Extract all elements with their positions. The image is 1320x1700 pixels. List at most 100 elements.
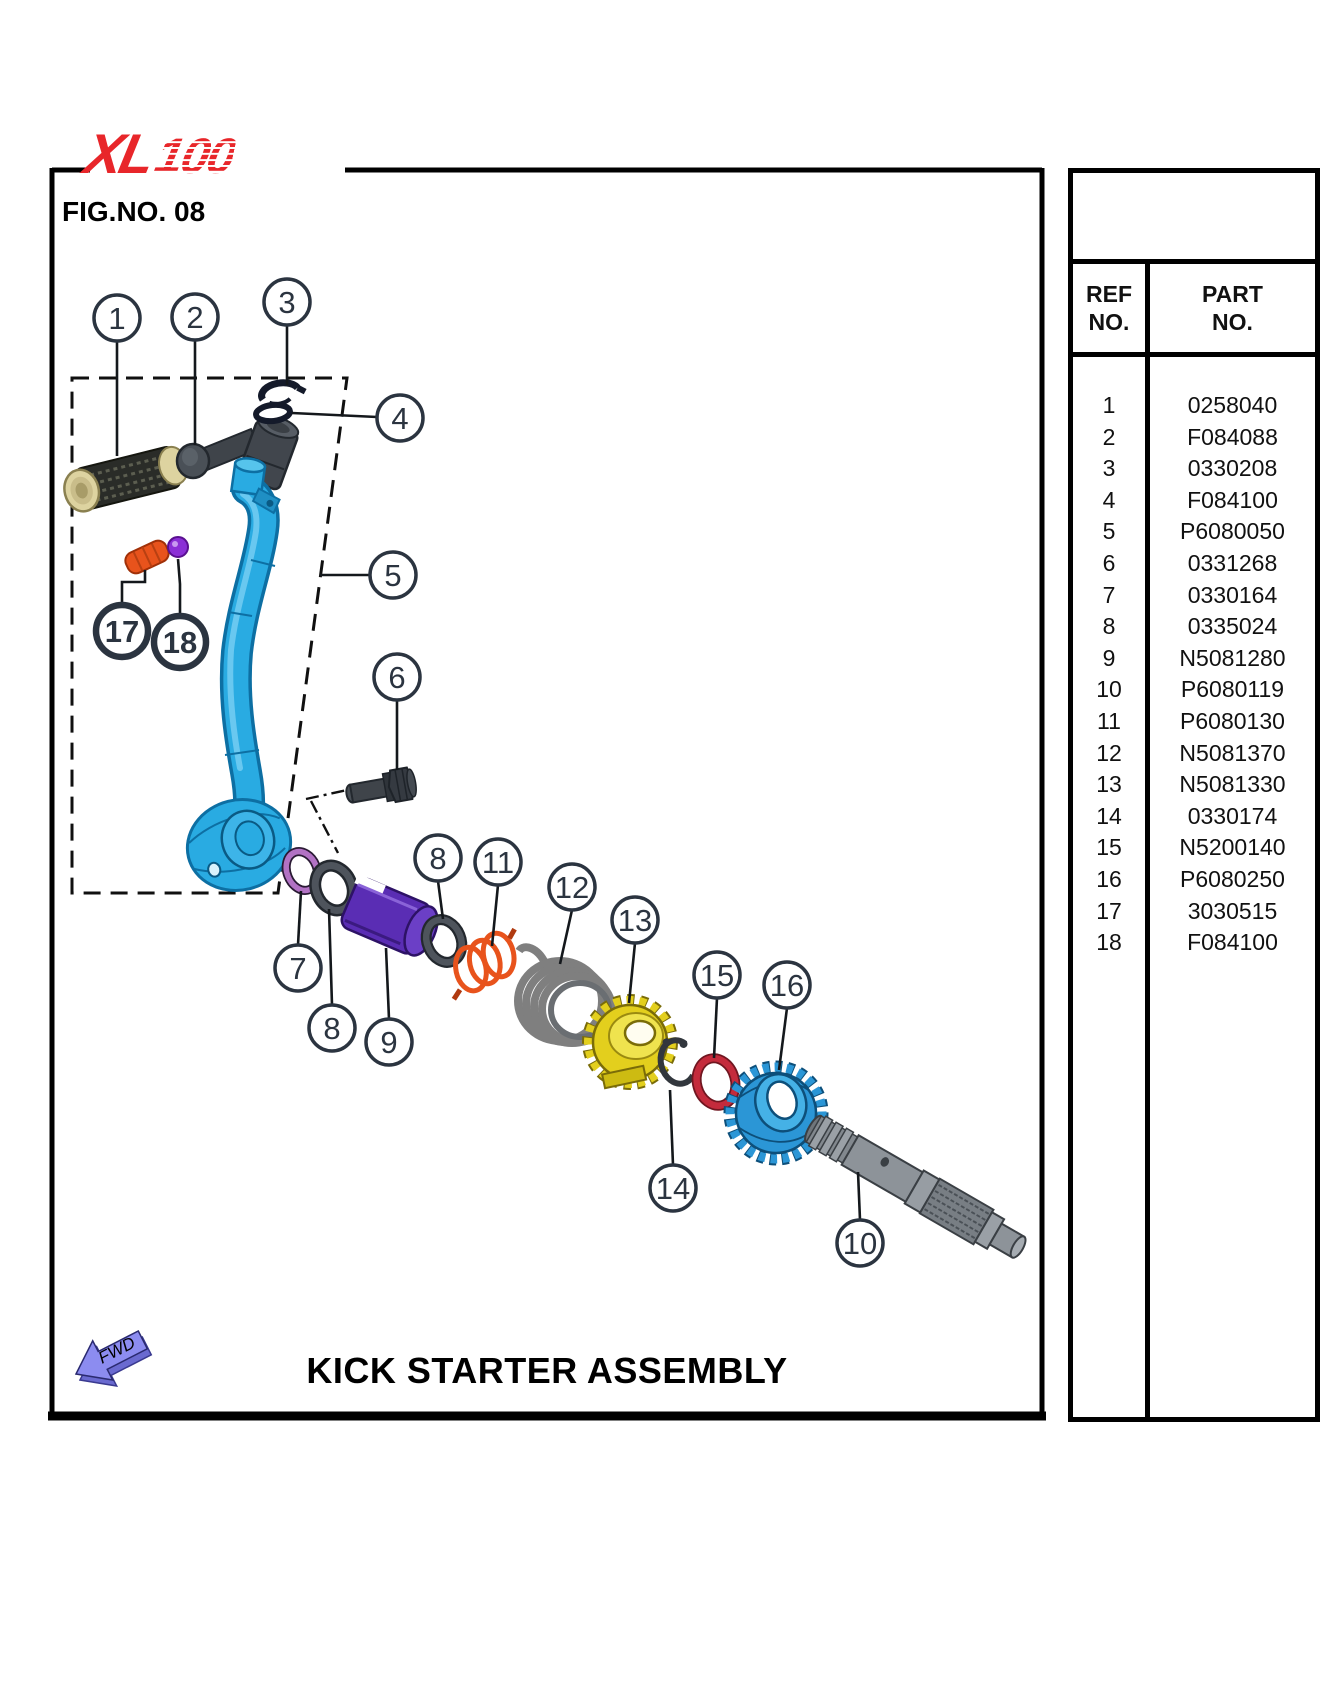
table-row-ref: 16 bbox=[1096, 865, 1122, 892]
part-17-pin bbox=[124, 539, 170, 575]
part-16-gear bbox=[723, 1060, 829, 1166]
table-row-part: 0335024 bbox=[1187, 613, 1278, 640]
part-15-red-ring bbox=[691, 1053, 741, 1111]
table-row-ref: 15 bbox=[1096, 834, 1122, 861]
table-row-part: P6080130 bbox=[1180, 707, 1285, 734]
callout-circle bbox=[648, 1163, 698, 1213]
col-header-ref-no: REF NO. bbox=[1073, 264, 1150, 352]
table-row-ref: 2 bbox=[1102, 423, 1116, 450]
callout-leader bbox=[327, 908, 334, 1006]
table-row-part: 0258040 bbox=[1187, 392, 1278, 418]
callout-circle bbox=[835, 1218, 885, 1268]
callout-circle bbox=[413, 833, 463, 883]
part-14-circlip bbox=[657, 1037, 699, 1087]
part-10-shaft bbox=[804, 1114, 1027, 1259]
callout-number: 11 bbox=[482, 845, 514, 880]
table-row-part: N5200140 bbox=[1179, 834, 1286, 861]
table-row-part: F084088 bbox=[1187, 423, 1278, 450]
brand-logo-100: 100 bbox=[149, 128, 239, 184]
callout-circle bbox=[150, 612, 210, 672]
callout-circle bbox=[372, 652, 422, 702]
figure-number: FIG.NO. 08 bbox=[62, 196, 206, 227]
callout-leader bbox=[627, 942, 637, 1004]
callout-number: 2 bbox=[186, 300, 203, 335]
table-row-ref: 13 bbox=[1096, 771, 1122, 798]
table-row-part: P6080250 bbox=[1180, 865, 1285, 892]
callout-circle bbox=[692, 950, 742, 1000]
table-row-ref: 18 bbox=[1096, 929, 1122, 956]
callout-number: 8 bbox=[323, 1011, 340, 1046]
table-row-part: P6080050 bbox=[1180, 518, 1285, 545]
table-row-part: 0330208 bbox=[1187, 455, 1278, 482]
callout-leader bbox=[176, 558, 182, 616]
callout-number: 13 bbox=[618, 903, 652, 938]
part-7-snap-ring bbox=[281, 847, 323, 895]
callout-number: 9 bbox=[380, 1025, 397, 1060]
callout-number: 5 bbox=[384, 558, 401, 593]
part-5-kick-lever bbox=[185, 457, 293, 892]
page-frame bbox=[48, 167, 1046, 1421]
callout-number: 8 bbox=[429, 841, 446, 876]
callout-leader bbox=[120, 570, 147, 605]
dashed-assembly-box bbox=[70, 376, 349, 895]
table-row-ref: 12 bbox=[1096, 739, 1122, 766]
brand-logo: XL100 bbox=[79, 122, 239, 185]
callout-leader bbox=[384, 947, 391, 1020]
table-row-part: 3030515 bbox=[1187, 897, 1278, 924]
table-row-ref: 14 bbox=[1096, 802, 1122, 829]
table-title-box bbox=[1073, 173, 1315, 264]
part-18-ball bbox=[167, 536, 189, 558]
callout-circle bbox=[92, 293, 142, 343]
page-title: KICK STARTER ASSEMBLY bbox=[306, 1350, 788, 1391]
callout-circle bbox=[547, 862, 597, 912]
callout-number: 18 bbox=[163, 625, 197, 660]
callout-number: 6 bbox=[388, 660, 405, 695]
table-row-part: F084100 bbox=[1187, 929, 1278, 956]
table-row-ref: 5 bbox=[1102, 518, 1116, 545]
callout-number: 14 bbox=[656, 1171, 690, 1206]
callout-circle bbox=[762, 960, 812, 1010]
callout-number: 4 bbox=[391, 401, 408, 436]
callout-number: 7 bbox=[289, 951, 306, 986]
callout-leader bbox=[668, 1089, 675, 1166]
callout-number: 17 bbox=[105, 614, 139, 649]
callout-leader bbox=[490, 884, 500, 947]
table-row-part: N5081370 bbox=[1179, 739, 1286, 766]
part-1-pedal-rubber bbox=[63, 445, 189, 513]
part-8-washer-a bbox=[309, 859, 359, 917]
table-row-part: 0330164 bbox=[1187, 581, 1278, 608]
callout-circle bbox=[364, 1017, 414, 1067]
callout-number: 16 bbox=[770, 968, 804, 1003]
table-row-ref: 6 bbox=[1102, 549, 1116, 576]
part-6-bolt bbox=[345, 766, 417, 804]
callout-circle bbox=[273, 943, 323, 993]
callout-circle bbox=[170, 292, 220, 342]
table-row-ref: 3 bbox=[1102, 455, 1116, 482]
callout-leader bbox=[291, 411, 378, 419]
callout-leader bbox=[436, 880, 445, 920]
callout-circle bbox=[375, 393, 425, 443]
callout-circle bbox=[368, 550, 418, 600]
callout-leader bbox=[558, 909, 574, 965]
callout-circle bbox=[610, 895, 660, 945]
callout-number: 1 bbox=[108, 301, 125, 336]
table-row-part: F084100 bbox=[1187, 486, 1278, 513]
table-row-ref: 11 bbox=[1097, 707, 1121, 734]
table-row-part: 0331268 bbox=[1187, 549, 1278, 576]
table-row-ref: 7 bbox=[1102, 581, 1116, 608]
table-row-part: N5081280 bbox=[1179, 644, 1286, 671]
table-row-ref: 1 bbox=[1102, 392, 1116, 418]
part-8-washer-b bbox=[420, 914, 468, 968]
callout-circle bbox=[473, 837, 523, 887]
table-row-ref: 9 bbox=[1102, 644, 1116, 671]
col-header-part-no: PART NO. bbox=[1202, 281, 1263, 335]
brand-logo-xl: XL bbox=[79, 122, 159, 185]
callout-leader bbox=[296, 890, 303, 946]
table-row-ref: 10 bbox=[1096, 676, 1122, 703]
dash-dot-leaders bbox=[305, 787, 353, 854]
